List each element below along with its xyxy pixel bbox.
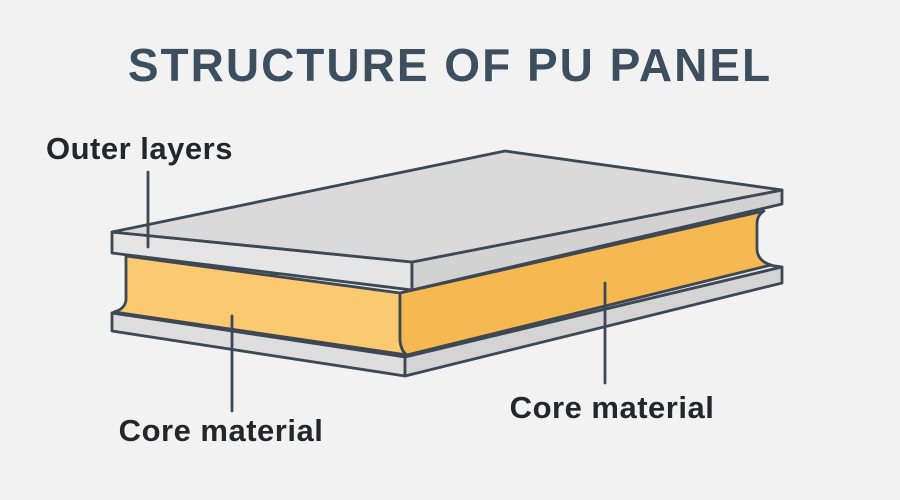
label-core-material-left: Core material	[118, 413, 324, 448]
panel-outline-group	[110, 149, 784, 413]
label-outer-layers: Outer layers	[46, 131, 233, 166]
label-core-material-right: Core material	[509, 390, 715, 425]
core-front-right-face	[398, 209, 773, 357]
bottom-skin-front-right-face	[403, 265, 784, 378]
page-title: STRUCTURE OF PU PANEL	[127, 39, 773, 91]
top-skin-top-face	[110, 149, 784, 264]
